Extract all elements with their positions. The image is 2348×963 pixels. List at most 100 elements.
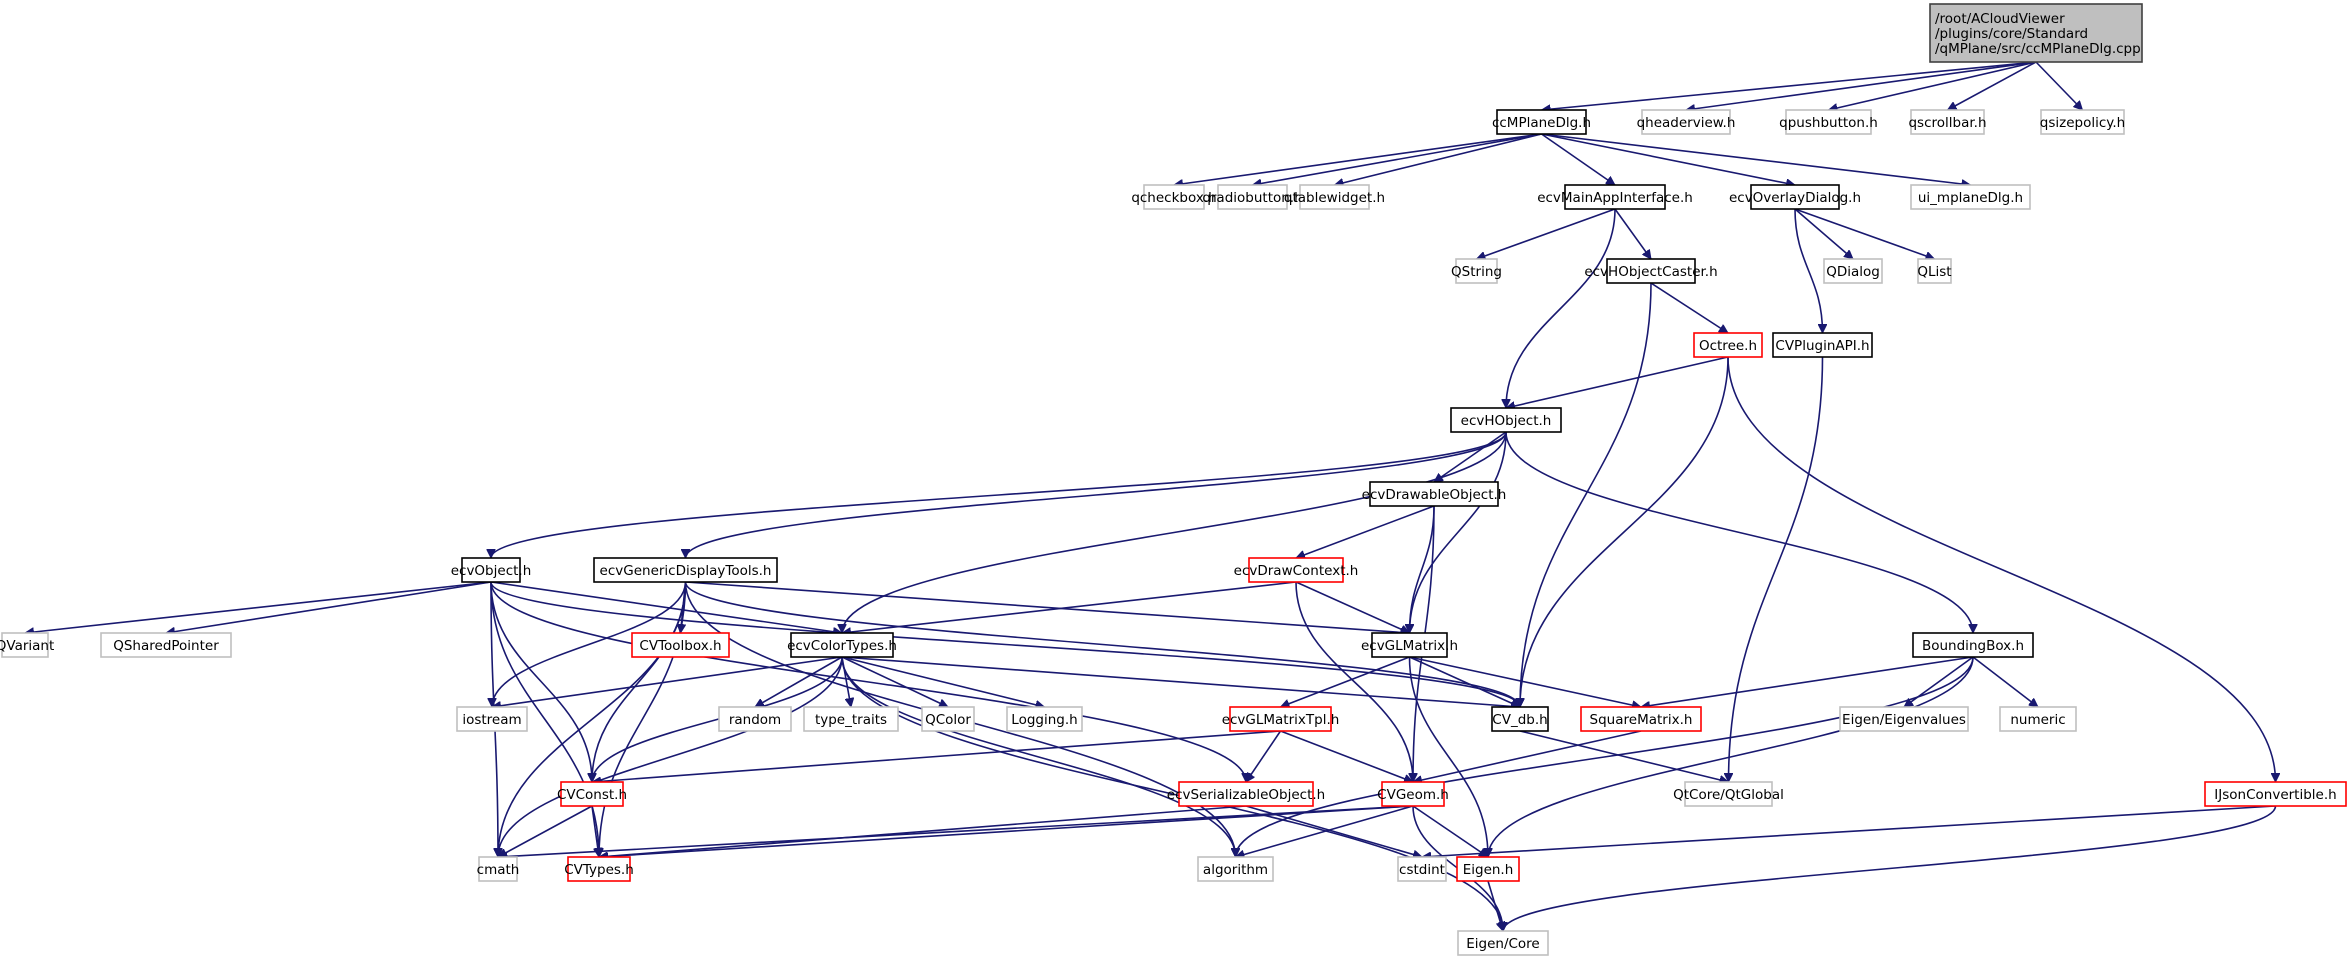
edge-CVPluginAPI-to-QtGlobal [1729,356,1824,782]
node-ecvDrawableObject[interactable]: ecvDrawableObject.h [1362,481,1507,507]
edge-root-to-qscrollbar [1948,61,2037,111]
edge-BoundingBox-to-numeric [1972,656,2038,708]
edge-ecvMainAppInterface-to-ecvHObjectCaster [1614,208,1652,259]
edge-Octree-to-IJsonConvertible [1727,356,2276,782]
node-Eigen[interactable]: Eigen.h [1456,856,1520,882]
edge-ecvGenericDisplayTools-to-CVConst [592,581,687,782]
node-label: ui_mplaneDlg.h [1918,190,2023,206]
node-IJsonConvertible[interactable]: IJsonConvertible.h [2204,781,2347,807]
edge-BoundingBox-to-algorithm [1236,656,1974,857]
node-CVToolbox[interactable]: CVToolbox.h [631,632,730,658]
node-qsizepolicy: qsizepolicy.h [2040,109,2125,135]
node-numeric: numeric [1999,706,2077,732]
node-label: ecvHObject.h [1461,413,1552,429]
node-CV_db[interactable]: CV_db.h [1491,706,1549,732]
edge-CVGeom-to-CVTypes [599,805,1414,857]
edge-ecvColorTypes-to-random [755,656,843,708]
edge-ecvGLMatrixTpl-to-CVGeom [1280,730,1414,782]
edge-ccMPlaneDlg-to-ui_mplaneDlg [1541,133,1971,185]
node-QColor: QColor [921,706,975,732]
edge-ccMPlaneDlg-to-qradiobutton [1253,133,1542,185]
node-label: SquareMatrix.h [1590,712,1693,728]
edge-root-to-qpushbutton [1829,61,2037,110]
edge-IJsonConvertible-to-EigenCore [1503,805,2277,932]
edge-ecvDrawableObject-to-ecvGLMatrix [1410,505,1435,633]
edge-ecvDrawableObject-to-ecvDrawContext [1296,505,1435,558]
node-CVTypes[interactable]: CVTypes.h [564,856,634,882]
edge-ecvColorTypes-to-EigenCore [841,656,1503,931]
node-label: BoundingBox.h [1922,638,2024,654]
node-label: ecvObject.h [451,563,532,579]
node-box [1,632,49,658]
node-CVPluginAPI[interactable]: CVPluginAPI.h [1772,332,1873,358]
node-box [1299,184,1370,210]
edge-ecvColorTypes-to-algorithm [841,656,1236,857]
node-box [1450,407,1562,433]
edge-ecvHObject-to-ecvGLMatrix [1410,431,1507,633]
node-label: qcheckbox.h [1131,190,1216,206]
node-label: Eigen/Eigenvalues [1842,712,1966,728]
node-box [1197,856,1274,882]
node-ecvObject[interactable]: ecvObject.h [451,557,532,583]
edge-ecvGLMatrixTpl-to-CVConst [592,730,1281,782]
node-ccMPlaneDlg[interactable]: ccMPlaneDlg.h [1492,109,1591,135]
edge-ecvColorTypes-to-iostream [492,656,843,707]
node-ecvOverlayDialog[interactable]: ecvOverlayDialog.h [1729,184,1861,210]
node-iostream: iostream [456,706,528,732]
node-ecvHObject[interactable]: ecvHObject.h [1450,407,1562,433]
edge-ecvHObject-to-ecvObject [491,431,1507,559]
node-label: qtablewidget.h [1284,190,1385,206]
node-CVConst[interactable]: CVConst.h [557,781,627,807]
node-ecvSerializableObject[interactable]: ecvSerializableObject.h [1167,781,1325,807]
node-box [1457,930,1549,956]
node-box [1912,632,2034,658]
node-label: CV_db.h [1492,712,1547,728]
node-BoundingBox[interactable]: BoundingBox.h [1912,632,2034,658]
node-label: qsizepolicy.h [2040,115,2125,131]
edge-CVGeom-to-cmath [498,805,1414,857]
node-label: CVTypes.h [564,862,634,878]
node-ecvDrawContext[interactable]: ecvDrawContext.h [1234,557,1359,583]
node-QVariant: QVariant [0,632,54,658]
node-ecvColorTypes[interactable]: ecvColorTypes.h [787,632,897,658]
node-box [1229,706,1332,732]
edge-ecvHObject-to-BoundingBox [1505,431,1973,633]
node-box [593,557,778,583]
node-box [1823,258,1883,284]
node-box [1785,109,1872,135]
node-ecvGenericDisplayTools[interactable]: ecvGenericDisplayTools.h [593,557,778,583]
edge-ecvObject-to-ecvSerializableObject [490,581,1246,782]
node-box [1910,109,1985,135]
edge-ecvDrawContext-to-CVGeom [1295,581,1413,782]
node-cstdint: cstdint [1397,856,1447,882]
edge-ecvGLMatrix-to-CV_db [1409,656,1521,707]
node-qpushbutton: qpushbutton.h [1779,109,1878,135]
node-ecvGLMatrix[interactable]: ecvGLMatrix.h [1361,632,1458,658]
node-box [1178,781,1314,807]
node-qtablewidget: qtablewidget.h [1284,184,1385,210]
edge-ecvColorTypes-to-CV_db [841,656,1520,707]
node-box [718,706,792,732]
node-ecvHObjectCaster[interactable]: ecvHObjectCaster.h [1584,258,1718,284]
edge-ecvSerializableObject-to-CVTypes [599,805,1247,857]
edge-root-to-ccMPlaneDlg [1542,61,2037,110]
node-SquareMatrix[interactable]: SquareMatrix.h [1580,706,1702,732]
node-box [1999,706,2077,732]
node-box [1217,184,1288,210]
edge-root-to-qheaderview [1686,61,2037,110]
node-Octree[interactable]: Octree.h [1693,332,1763,358]
node-box [1693,332,1763,358]
edge-ecvHObject-to-ecvGenericDisplayTools [686,431,1507,559]
node-box [1456,856,1520,882]
node-ecvGLMatrixTpl[interactable]: ecvGLMatrixTpl.h [1222,706,1340,732]
node-CVGeom[interactable]: CVGeom.h [1377,781,1449,807]
node-label: IJsonConvertible.h [2214,787,2336,803]
edge-BoundingBox-to-Eigen [1488,656,1974,857]
edge-ccMPlaneDlg-to-ecvMainAppInterface [1541,133,1616,186]
node-root[interactable]: /root/ACloudViewer/plugins/core/Standard… [1929,3,2143,63]
node-type_traits: type_traits [803,706,899,732]
node-label: type_traits [815,712,887,728]
edge-ecvGenericDisplayTools-to-CVTypes [599,581,687,857]
node-ecvMainAppInterface[interactable]: ecvMainAppInterface.h [1537,184,1693,210]
